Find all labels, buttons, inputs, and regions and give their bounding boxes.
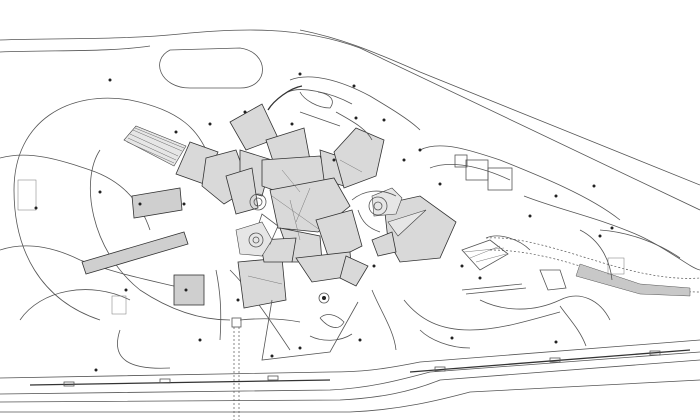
left-circular-field (0, 97, 291, 369)
north-paths (267, 76, 700, 281)
east-canopy (461, 235, 531, 295)
east-wing-roofs (351, 187, 457, 263)
auditorium-spiral (235, 193, 273, 257)
survey-line (231, 317, 242, 420)
planter-beds (81, 154, 513, 306)
main-building-roofs (201, 103, 385, 309)
east-promenade (485, 237, 700, 297)
road-markers (63, 350, 661, 387)
upper-oval-lawn (159, 47, 263, 89)
site-markers (34, 72, 614, 372)
south-round-feature (318, 292, 330, 304)
south-paths (215, 269, 611, 361)
